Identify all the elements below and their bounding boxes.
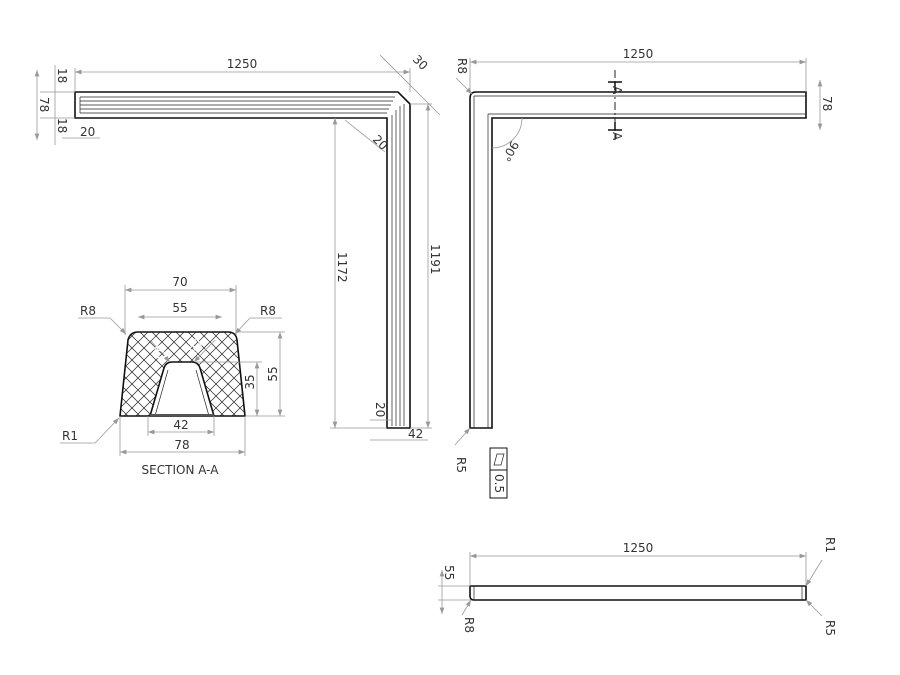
dim-length-bottom: 1250 (623, 541, 654, 555)
frame-edges (473, 95, 806, 428)
dim-42: 42 (173, 418, 188, 432)
flatness-value: 0.5 (492, 474, 506, 493)
dim-18-bottom: 18 (55, 118, 69, 133)
dim-70: 70 (172, 275, 187, 289)
section-title: SECTION A-A (142, 463, 220, 477)
radius-r7-left: R7 (149, 343, 169, 364)
dim-55-top: 55 (172, 301, 187, 315)
radius-r8-right: R8 (260, 304, 276, 318)
bar-outline (469, 585, 807, 601)
radius-r1-bottom: R1 (823, 537, 837, 553)
radius-r1: R1 (62, 429, 78, 443)
dim-length-right: 1250 (623, 47, 654, 61)
dim-length: 1250 (227, 57, 258, 71)
dim-35: 35 (243, 374, 257, 389)
dim-20-bottom: 20 (373, 402, 387, 417)
section-mark-bottom: A (610, 132, 624, 141)
dim-42-bottom: 42 (408, 427, 423, 441)
radius-r8-bottom: R8 (462, 617, 476, 633)
dim-height-right: 78 (820, 96, 834, 111)
section-mark-top: A (610, 86, 624, 95)
section-profile (119, 331, 246, 417)
radius-r7-right: R7 (186, 336, 206, 357)
dim-78-bottom: 78 (174, 438, 189, 452)
flatness-tolerance-frame (489, 447, 508, 499)
bottom-view: 1250 55 R8 R1 R5 (438, 537, 837, 636)
radius-top: R8 (455, 58, 469, 74)
dim-20-left: 20 (80, 125, 95, 139)
dim-chamfer-outer: 30 (410, 52, 431, 73)
frame-outline (74, 91, 411, 429)
frame-grooves (79, 96, 405, 426)
radius-r8-left: R8 (80, 304, 96, 318)
dim-18-top: 18 (55, 68, 69, 83)
dim-78: 78 (37, 97, 51, 112)
radius-r5-bottom: R5 (823, 620, 837, 636)
dim-1172: 1172 (335, 252, 349, 283)
inner-offset (154, 369, 210, 417)
angle-90: 90° (499, 139, 522, 164)
radius-bottom: R5 (454, 457, 468, 473)
top-right-view: 1250 78 R8 90° A A R5 0.5 (454, 47, 834, 499)
section-a-a: 70 55 R8 R8 R7 R7 35 55 R1 42 78 SECTION… (60, 275, 285, 477)
dim-55-height: 55 (266, 366, 280, 381)
dim-55-bottom: 55 (442, 565, 456, 580)
frame-outline-right (469, 91, 807, 429)
dim-1191: 1191 (428, 244, 442, 275)
flatness-icon (493, 453, 505, 466)
